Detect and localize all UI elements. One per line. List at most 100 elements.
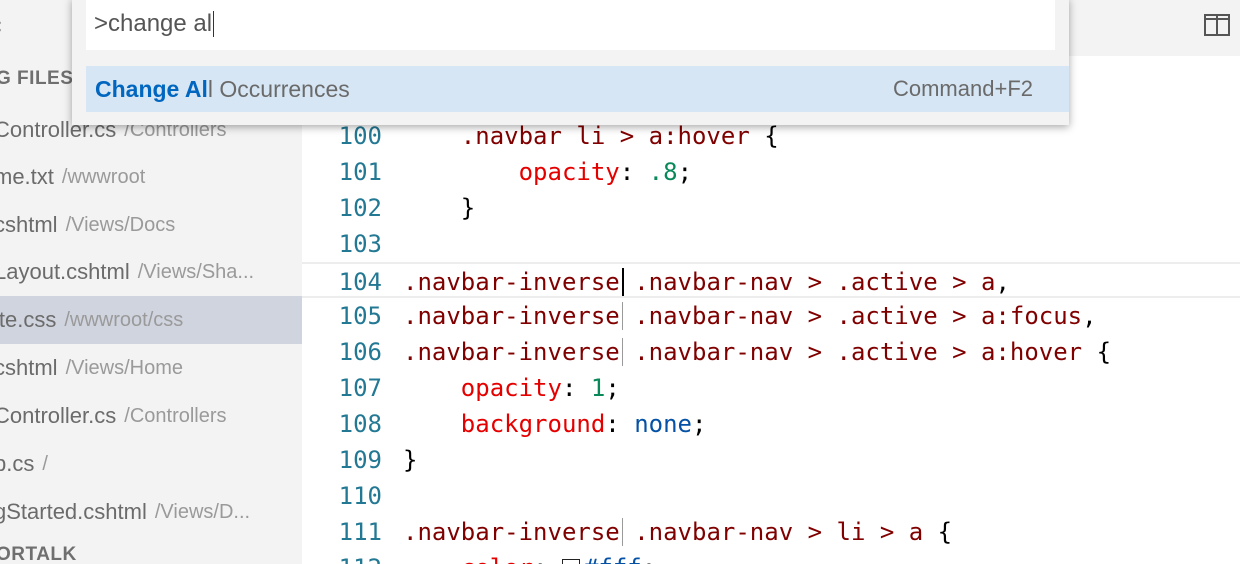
working-file-item[interactable]: Controller.cs/Controllers <box>0 392 302 440</box>
file-name: ite.css <box>0 307 57 332</box>
line-number: 110 <box>338 482 382 510</box>
code-token: ; <box>692 410 707 438</box>
line-number: 102 <box>338 194 382 222</box>
code-token: #fff <box>584 554 642 564</box>
file-path: /Views/D... <box>154 500 251 523</box>
file-path: /Views/Docs <box>65 213 176 236</box>
command-result-match: Change Al <box>95 76 208 102</box>
code-line[interactable]: 105.navbar-inverse .navbar-nav > .active… <box>302 298 1240 334</box>
working-files-header[interactable]: G FILES <box>0 68 74 89</box>
code-token: opacity <box>518 158 620 186</box>
file-path: /wwwroot/css <box>64 308 184 331</box>
secondary-cursor <box>621 518 623 546</box>
line-number: 107 <box>338 374 382 402</box>
code-token <box>403 122 461 150</box>
line-number: 108 <box>338 410 382 438</box>
code-line[interactable]: 101 opacity: .8; <box>302 154 1240 190</box>
line-number: 112 <box>302 550 382 564</box>
working-file-item[interactable]: cshtml/Views/Docs <box>0 201 302 249</box>
command-result-change-all-occurrences[interactable]: Change All Occurrences Command+F2 <box>86 66 1069 112</box>
code-token: .navbar-inverse <box>403 268 620 296</box>
code-token: background <box>460 410 606 438</box>
code-text: opacity: 1; <box>403 370 620 406</box>
code-token: { <box>749 122 779 150</box>
working-file-item[interactable]: Layout.cshtml/Views/Sha... <box>0 248 302 296</box>
file-path: /Views/Sha... <box>137 260 255 283</box>
text-caret <box>213 11 215 37</box>
code-text: } <box>403 190 475 226</box>
working-file-item[interactable]: cshtml/Views/Home <box>0 344 302 392</box>
command-result-label: Change All Occurrences <box>95 66 350 112</box>
code-line[interactable]: 109} <box>302 442 1240 478</box>
code-text: .navbar li > a:hover { <box>403 118 779 154</box>
code-token: .navbar-nav > li > a <box>634 518 924 546</box>
code-token: ; <box>605 374 620 402</box>
code-token: .navbar-inverse <box>403 302 620 330</box>
command-palette: >change al Change All Occurrences Comman… <box>72 0 1069 125</box>
file-name: gStarted.cshtml <box>0 499 147 524</box>
code-text: .navbar-inverse .navbar-nav > li > a { <box>403 514 952 550</box>
code-token: { <box>1082 338 1112 366</box>
code-token: color <box>461 554 533 564</box>
line-number: 103 <box>338 230 382 258</box>
chevron-icon[interactable]: ‹ <box>0 14 3 39</box>
code-line[interactable]: 102 } <box>302 190 1240 226</box>
code-token <box>403 554 461 564</box>
working-file-item[interactable]: me.txt/wwwroot <box>0 153 302 201</box>
file-name: Layout.cshtml <box>0 259 130 284</box>
code-token: : <box>561 374 591 402</box>
code-token: : <box>619 158 649 186</box>
working-file-item[interactable]: ite.css/wwwroot/css <box>0 296 302 344</box>
project-section-header[interactable]: ORTALK <box>0 544 77 564</box>
code-token: .8 <box>648 158 678 186</box>
code-line[interactable]: 107 opacity: 1; <box>302 370 1240 406</box>
line-number: 104 <box>338 268 382 296</box>
code-token: { <box>923 518 953 546</box>
working-file-item[interactable]: p.cs/ <box>0 440 302 488</box>
code-editor[interactable]: 100 .navbar li > a:hover {101 opacity: .… <box>302 56 1240 564</box>
code-text: opacity: .8; <box>403 154 692 190</box>
command-result-shortcut: Command+F2 <box>892 76 1033 101</box>
file-name: Controller.cs <box>0 403 117 428</box>
color-swatch-icon[interactable] <box>561 559 580 564</box>
code-line[interactable]: 104 .navbar-inverse .navbar-nav > .active… <box>302 262 1240 298</box>
code-token: .navbar li > a:hover <box>460 122 750 150</box>
command-palette-input[interactable]: >change al <box>86 0 1055 50</box>
file-path: /Views/Home <box>65 356 184 379</box>
line-number: 106 <box>338 338 382 366</box>
code-token: .navbar-inverse <box>403 338 620 366</box>
file-name: cshtml <box>0 355 58 380</box>
line-number: 111 <box>338 518 382 546</box>
file-name: me.txt <box>0 164 54 189</box>
code-token: .navbar-nav > .active > a:focus <box>634 302 1083 330</box>
code-line[interactable]: 111 .navbar-inverse .navbar-nav > li > a … <box>302 514 1240 550</box>
file-path: /Controllers <box>124 404 227 427</box>
code-text: color: #fff; <box>403 550 656 564</box>
code-token: none <box>634 410 692 438</box>
code-token: opacity <box>460 374 562 402</box>
code-line[interactable]: 110 <box>302 478 1240 514</box>
code-token: : <box>605 410 635 438</box>
code-text: } <box>403 442 417 478</box>
primary-cursor <box>621 268 624 296</box>
working-file-item[interactable]: gStarted.cshtml/Views/D... <box>0 488 302 536</box>
line-number: 100 <box>338 122 382 150</box>
file-path: / <box>42 452 48 475</box>
code-line[interactable]: 100 .navbar li > a:hover { <box>302 118 1240 154</box>
code-text: .navbar-inverse .navbar-nav > .active > … <box>403 334 1111 370</box>
code-line[interactable]: 112 color: #fff; <box>302 550 1240 564</box>
code-token: .navbar-nav > .active > a <box>634 268 996 296</box>
line-number: 109 <box>338 446 382 474</box>
code-token: , <box>1082 302 1097 330</box>
code-line[interactable]: 103 <box>302 226 1240 262</box>
code-token: , <box>995 268 1010 296</box>
code-line[interactable]: 106 .navbar-inverse .navbar-nav > .active… <box>302 334 1240 370</box>
code-token: .navbar-inverse <box>403 518 620 546</box>
command-palette-input-value: >change al <box>94 10 213 37</box>
split-editor-icon[interactable] <box>1204 14 1230 36</box>
code-line[interactable]: 108 background: none; <box>302 406 1240 442</box>
code-token: } <box>403 446 418 474</box>
code-token: .navbar-nav > .active > a:hover <box>634 338 1083 366</box>
command-result-rest: l Occurrences <box>207 76 350 102</box>
secondary-cursor <box>621 302 623 330</box>
